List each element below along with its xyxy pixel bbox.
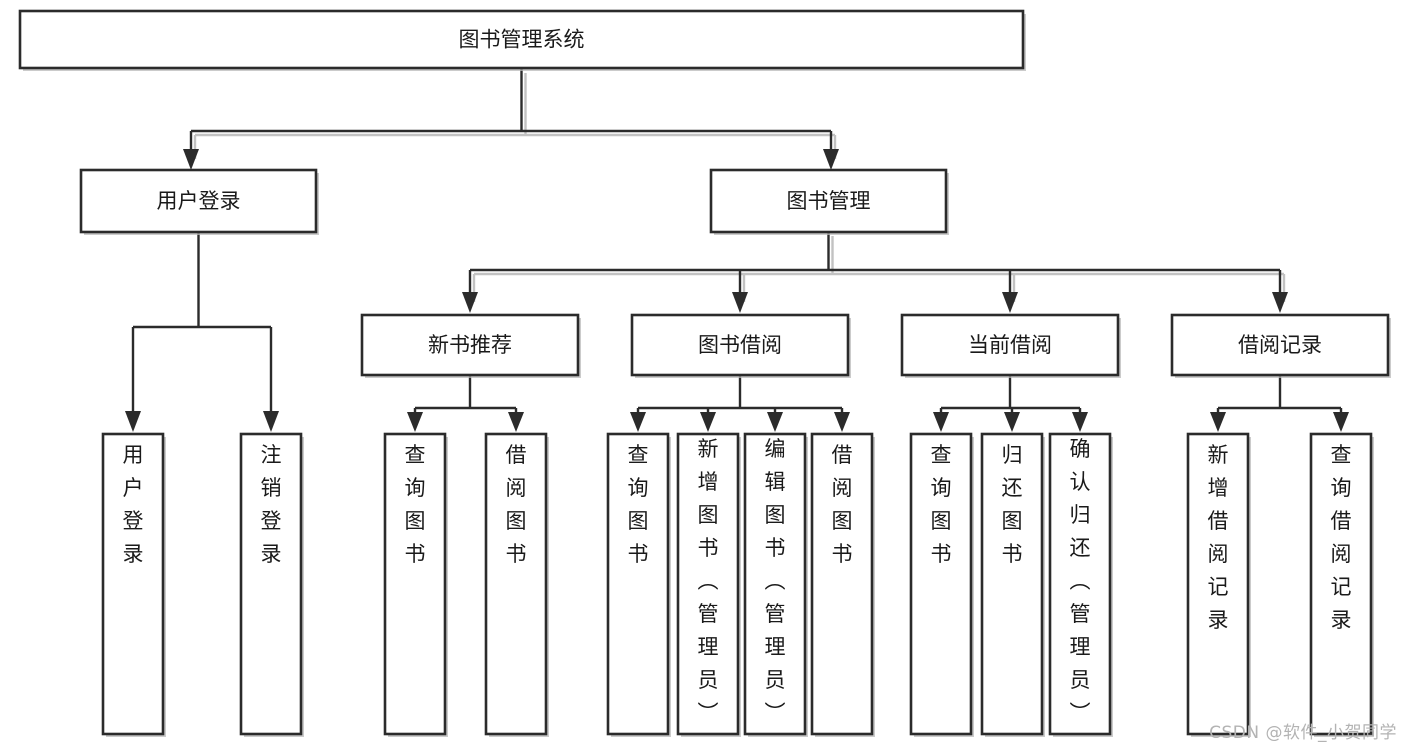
- arrow-down-icon: [1002, 292, 1018, 313]
- node-borrow-record[interactable]: 借阅记录: [1170, 313, 1391, 378]
- borrow-record-to-leaves-bus: [1216, 375, 1343, 419]
- node-current-borrow[interactable]: 当前借阅: [900, 313, 1121, 378]
- arrow-down-icon: [933, 412, 949, 432]
- arrow-down-icon: [834, 412, 850, 432]
- node-label: 借阅记录: [1238, 333, 1322, 357]
- arrow-down-icon: [767, 412, 783, 432]
- node-label: 图书管理: [787, 189, 871, 213]
- arrow-down-icon: [1333, 412, 1349, 432]
- node-leaf-add-record[interactable]: 新增借阅记录: [1186, 432, 1251, 737]
- node-label: 确认归还︵管理员︶: [1070, 437, 1091, 725]
- node-box[interactable]: [18, 9, 1025, 70]
- node-leaf-borrow-book[interactable]: 借阅图书: [810, 432, 875, 737]
- node-leaf-query-book-borrow[interactable]: 查询图书: [606, 432, 671, 737]
- node-box[interactable]: [484, 432, 548, 736]
- node-label: 图书管理系统: [459, 28, 585, 52]
- node-leaf-edit-book[interactable]: 编辑图书︵管理员︶: [743, 432, 808, 737]
- node-box[interactable]: [101, 432, 165, 736]
- root-to-level2-bus: [189, 68, 833, 155]
- arrow-down-icon: [462, 292, 478, 313]
- node-leaf-user-logout[interactable]: 注销登录: [239, 432, 304, 737]
- node-box[interactable]: [743, 432, 807, 736]
- node-box[interactable]: [1170, 313, 1390, 377]
- arrow-down-icon: [732, 292, 748, 313]
- node-leaf-query-record[interactable]: 查询借阅记录: [1309, 432, 1374, 737]
- node-new-book-rec[interactable]: 新书推荐: [360, 313, 581, 378]
- arrow-down-icon: [1272, 292, 1288, 313]
- node-box[interactable]: [676, 432, 740, 736]
- node-leaf-add-book[interactable]: 新增图书︵管理员︶: [676, 432, 741, 737]
- node-label: 归还图书: [1002, 443, 1023, 566]
- node-leaf-borrow-book-rec[interactable]: 借阅图书: [484, 432, 549, 737]
- node-box[interactable]: [360, 313, 580, 377]
- node-label: 新书推荐: [428, 333, 512, 357]
- node-box[interactable]: [909, 432, 973, 736]
- arrow-down-icon: [630, 412, 646, 432]
- nodes-layer: 图书管理系统用户登录图书管理新书推荐图书借阅当前借阅借阅记录用户登录注销登录查询…: [18, 9, 1391, 737]
- book-manage-bus-shadow: [472, 236, 1286, 302]
- node-label: 查询图书: [405, 443, 426, 566]
- node-box[interactable]: [79, 168, 318, 234]
- new-book-rec-to-leaves-bus: [413, 375, 518, 419]
- node-label: 编辑图书︵管理员︶: [765, 437, 786, 725]
- node-label: 当前借阅: [968, 333, 1052, 357]
- node-box[interactable]: [1048, 432, 1112, 736]
- node-leaf-query-book-rec[interactable]: 查询图书: [383, 432, 448, 737]
- root-bus-shadow: [193, 73, 837, 159]
- node-box[interactable]: [383, 432, 447, 736]
- arrow-down-icon: [183, 149, 199, 170]
- node-user-login[interactable]: 用户登录: [79, 168, 319, 235]
- node-leaf-user-login[interactable]: 用户登录: [101, 432, 166, 737]
- arrow-down-icon: [1072, 412, 1088, 432]
- node-box[interactable]: [980, 432, 1044, 736]
- book-manage-to-level3-bus: [468, 232, 1282, 298]
- node-label: 注销登录: [261, 443, 282, 566]
- node-box[interactable]: [709, 168, 948, 234]
- node-book-manage[interactable]: 图书管理: [709, 168, 949, 235]
- node-label: 查询图书: [931, 443, 952, 566]
- arrow-down-icon: [1210, 412, 1226, 432]
- node-label: 用户登录: [157, 189, 241, 213]
- node-box[interactable]: [1186, 432, 1250, 736]
- node-box[interactable]: [606, 432, 670, 736]
- node-label: 借阅图书: [506, 443, 527, 566]
- node-label: 新增图书︵管理员︶: [698, 437, 719, 725]
- node-book-borrow[interactable]: 图书借阅: [630, 313, 851, 378]
- node-label: 新增借阅记录: [1208, 443, 1229, 632]
- node-leaf-query-book-cur[interactable]: 查询图书: [909, 432, 974, 737]
- node-box[interactable]: [630, 313, 850, 377]
- node-box[interactable]: [900, 313, 1120, 377]
- arrow-down-icon: [700, 412, 716, 432]
- node-box[interactable]: [1309, 432, 1373, 736]
- node-label: 图书借阅: [698, 333, 782, 357]
- arrow-down-icon: [125, 411, 141, 432]
- node-leaf-confirm-return[interactable]: 确认归还︵管理员︶: [1048, 432, 1113, 737]
- node-box[interactable]: [810, 432, 874, 736]
- book-borrow-to-leaves-bus: [636, 375, 844, 419]
- arrow-down-icon: [508, 412, 524, 432]
- node-label: 借阅图书: [832, 443, 853, 566]
- node-label: 查询借阅记录: [1331, 443, 1352, 632]
- node-label: 查询图书: [628, 443, 649, 566]
- node-root[interactable]: 图书管理系统: [18, 9, 1026, 71]
- node-label: 用户登录: [123, 443, 144, 566]
- arrow-down-icon: [1004, 412, 1020, 432]
- node-leaf-return-book[interactable]: 归还图书: [980, 432, 1045, 737]
- arrow-down-icon: [263, 411, 279, 432]
- arrow-down-icon: [407, 412, 423, 432]
- node-box[interactable]: [239, 432, 303, 736]
- connector-layer: [125, 68, 1349, 432]
- arrow-down-icon: [823, 149, 839, 170]
- user-login-to-leaves-bus: [131, 232, 273, 415]
